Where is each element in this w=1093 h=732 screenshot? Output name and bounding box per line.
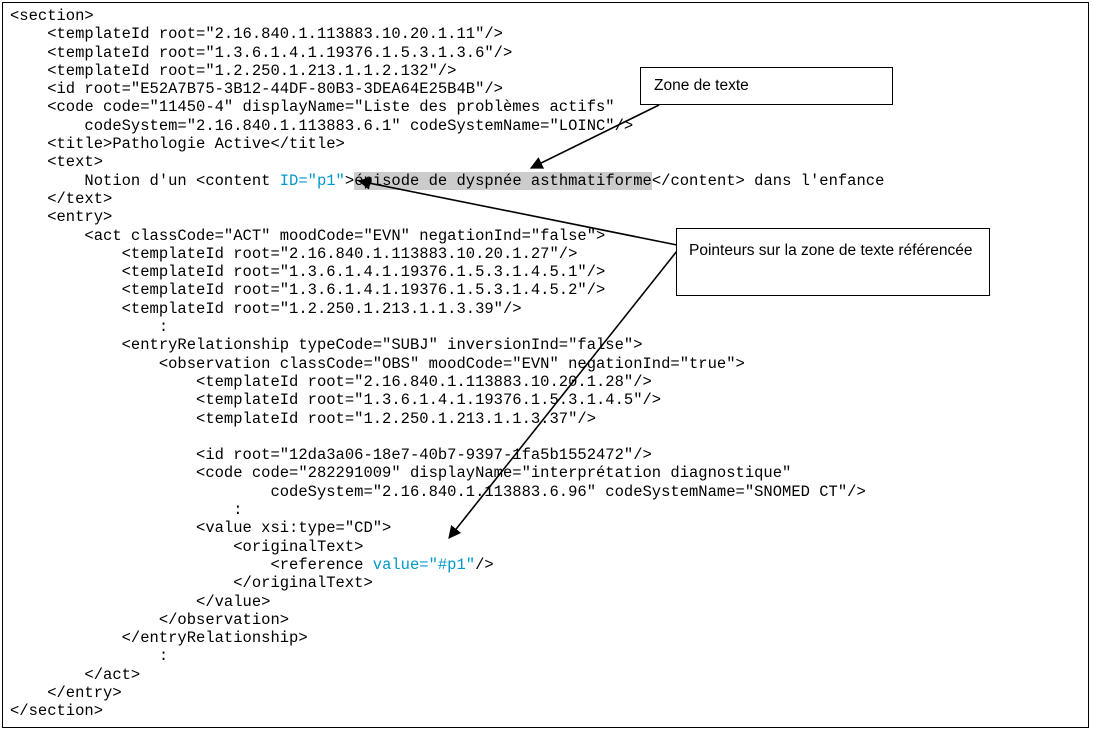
code-text: <value xsi:type="CD"> [10, 519, 392, 538]
code-text: </entryRelationship> [10, 629, 308, 648]
code-text: <entryRelationship typeCode="SUBJ" inver… [10, 336, 643, 355]
code-line: <entry> [10, 208, 884, 226]
code-line: <id root="12da3a06-18e7-40b7-9397-1fa5b1… [10, 446, 884, 464]
code-text: <title>Pathologie Active</title> [10, 135, 345, 154]
code-line: <code code="11450-4" displayName="Liste … [10, 98, 884, 116]
code-text: codeSystem="2.16.840.1.113883.6.1" codeS… [10, 116, 634, 135]
code-text: : [10, 318, 169, 337]
callout-pointeurs: Pointeurs sur la zone de texte référencé… [676, 228, 990, 296]
code-text: </section> [10, 702, 104, 721]
code-text: <templateId root="1.3.6.1.4.1.19376.1.5.… [10, 391, 662, 410]
code-line: <id root="E52A7B75-3B12-44DF-80B3-3DEA64… [10, 80, 884, 98]
code-line: <templateId root="1.2.250.1.213.1.1.3.39… [10, 300, 884, 318]
code-text: </value> [10, 592, 271, 611]
code-line: <templateId root="1.2.250.1.213.1.1.2.13… [10, 62, 884, 80]
code-line: </value> [10, 593, 884, 611]
code-text: <code code="282291009" displayName="inte… [10, 464, 792, 483]
code-line: <section> [10, 7, 884, 25]
code-text: <templateId root="1.3.6.1.4.1.19376.1.5.… [10, 281, 606, 300]
code-line: codeSystem="2.16.840.1.113883.6.96" code… [10, 483, 884, 501]
code-text: <code code="11450-4" displayName="Liste … [10, 98, 615, 117]
code-line [10, 428, 884, 446]
code-text: </act> [10, 665, 141, 684]
code-line: </section> [10, 702, 884, 720]
code-line: <entryRelationship typeCode="SUBJ" inver… [10, 336, 884, 354]
code-line: </entryRelationship> [10, 629, 884, 647]
code-block: <section> <templateId root="2.16.840.1.1… [10, 7, 884, 721]
code-line: : [10, 318, 884, 336]
code-text: /> [475, 555, 494, 574]
code-line: <templateId root="2.16.840.1.113883.10.2… [10, 373, 884, 391]
code-text: <templateId root="1.2.250.1.213.1.1.3.39… [10, 299, 522, 318]
code-text: <act classCode="ACT" moodCode="EVN" nega… [10, 226, 606, 245]
code-line: <reference value="#p1"/> [10, 556, 884, 574]
callout-zone-de-texte-label: Zone de texte [654, 77, 749, 94]
code-line: </act> [10, 666, 884, 684]
code-text: <id root="12da3a06-18e7-40b7-9397-1fa5b1… [10, 446, 652, 465]
code-line: codeSystem="2.16.840.1.113883.6.1" codeS… [10, 117, 884, 135]
code-text: <templateId root="1.2.250.1.213.1.1.2.13… [10, 61, 457, 80]
code-line: </originalText> [10, 574, 884, 592]
code-line: <templateId root="1.3.6.1.4.1.19376.1.5.… [10, 391, 884, 409]
code-text: <templateId root="1.3.6.1.4.1.19376.1.5.… [10, 263, 606, 282]
code-text: <id root="E52A7B75-3B12-44DF-80B3-3DEA64… [10, 80, 503, 99]
callout-zone-de-texte: Zone de texte [640, 67, 893, 105]
code-line: : [10, 501, 884, 519]
code-line: <observation classCode="OBS" moodCode="E… [10, 355, 884, 373]
code-text: > [344, 171, 355, 190]
code-line: <code code="282291009" displayName="inte… [10, 464, 884, 482]
code-text: </originalText> [10, 574, 373, 593]
code-line: </entry> [10, 684, 884, 702]
code-text: <text> [10, 153, 104, 172]
code-text: <observation classCode="OBS" moodCode="E… [10, 354, 745, 373]
text-zone-highlight: épisode de dyspnée asthmatiforme [354, 171, 652, 190]
code-text: </entry> [10, 683, 122, 702]
code-line: <value xsi:type="CD"> [10, 519, 884, 537]
code-text: codeSystem="2.16.840.1.113883.6.96" code… [10, 482, 866, 501]
code-text: : [10, 501, 243, 520]
code-line: </observation> [10, 611, 884, 629]
code-text: <templateId root="1.2.250.1.213.1.1.3.37… [10, 409, 596, 428]
code-text: </observation> [10, 610, 290, 629]
callout-pointeurs-label: Pointeurs sur la zone de texte référencé… [689, 242, 973, 259]
code-text: : [10, 647, 169, 666]
code-text: <templateId root="2.16.840.1.113883.10.2… [10, 25, 503, 44]
code-text: <templateId root="2.16.840.1.113883.10.2… [10, 244, 578, 263]
code-line: <originalText> [10, 538, 884, 556]
code-line: <templateId root="1.3.6.1.4.1.19376.1.5.… [10, 44, 884, 62]
code-line: : [10, 647, 884, 665]
code-text: <templateId root="1.3.6.1.4.1.19376.1.5.… [10, 43, 513, 62]
id-attribute-p1: ID="p1" [279, 171, 345, 190]
code-text: <reference [10, 555, 373, 574]
code-line: <templateId root="2.16.840.1.113883.10.2… [10, 25, 884, 43]
code-text: <section> [10, 7, 94, 25]
code-line: <title>Pathologie Active</title> [10, 135, 884, 153]
code-text: <originalText> [10, 537, 364, 556]
code-text: </content> dans l'enfance [651, 171, 885, 190]
code-text: <entry> [10, 208, 113, 227]
code-line: <text> [10, 153, 884, 171]
code-text: </text> [10, 189, 113, 208]
code-text: <templateId root="2.16.840.1.113883.10.2… [10, 372, 652, 391]
code-line: <templateId root="1.2.250.1.213.1.1.3.37… [10, 410, 884, 428]
code-line: </text> [10, 190, 884, 208]
reference-value-p1: value="#p1" [372, 555, 476, 574]
code-text: Notion d'un <content [10, 171, 280, 190]
code-line: Notion d'un <content ID="p1">épisode de … [10, 171, 885, 190]
